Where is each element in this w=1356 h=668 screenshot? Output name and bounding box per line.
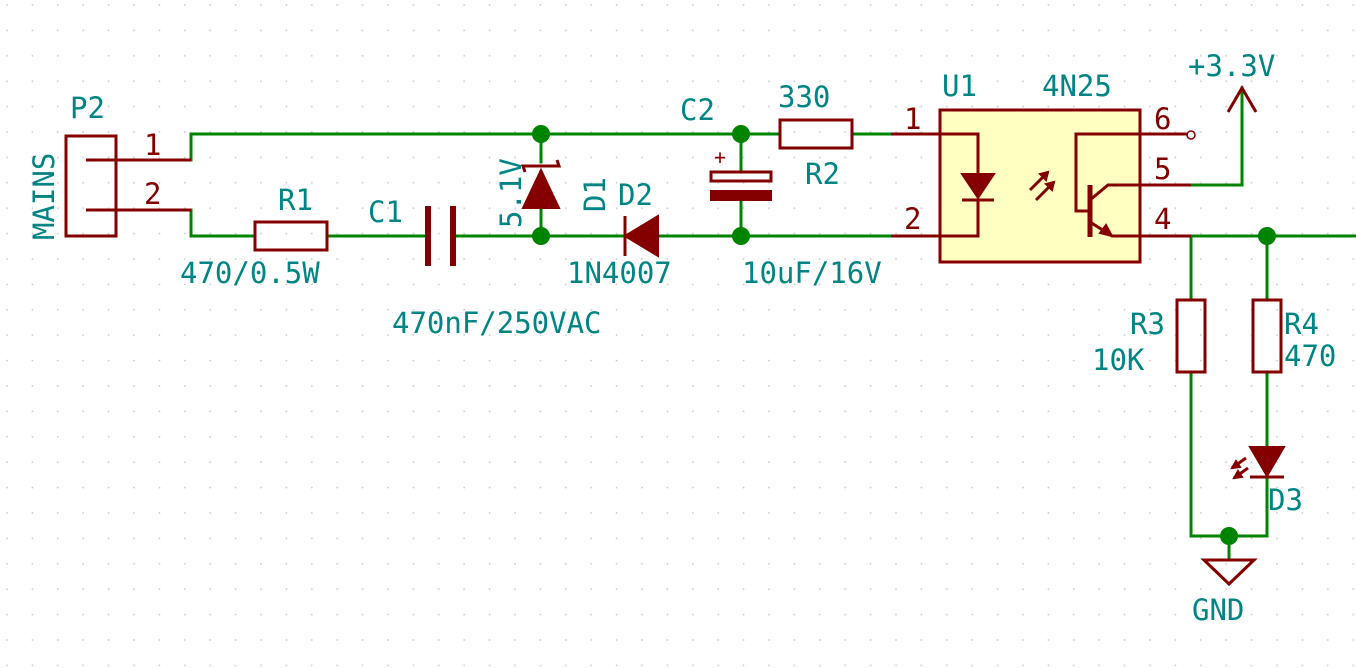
r4-value: 470 [1284,339,1336,373]
capacitor-negative-plate [710,190,772,201]
r1-value: 470/0.5W [180,256,320,290]
connector-pin1-number: 1 [144,128,161,162]
u1-ref: U1 [942,69,977,103]
r4-ref: R4 [1284,307,1319,341]
power-label: +3.3V [1188,49,1275,83]
power-flag-3v3[interactable]: +3.3V [1188,49,1275,113]
ground-icon [1200,558,1258,587]
connector-body [64,134,118,238]
resistor-r4[interactable]: R4 470 [1251,298,1336,374]
junction-dot [732,125,750,143]
resistor-body [1251,298,1283,374]
led-triangle [1248,446,1286,478]
led-triangle [960,173,996,200]
d3-ref: D3 [1268,483,1303,517]
capacitor-c1[interactable]: C1 470nF/250VAC [368,195,602,340]
r2-value: 330 [778,80,830,114]
d2-value: 1N4007 [567,256,672,290]
capacitor-c2[interactable]: + C2 10uF/16V [680,93,882,290]
junctions [532,125,1276,545]
led-d3[interactable]: D3 [1230,446,1303,517]
diode-triangle [623,214,659,258]
u1-pin6-number: 6 [1154,102,1171,136]
r3-value: 10K [1092,343,1145,377]
ground-label: GND [1192,593,1244,627]
connector-value: MAINS [27,153,61,240]
resistor-body [778,118,854,150]
r2-ref: R2 [805,157,840,191]
junction-dot [532,125,550,143]
c2-polarity-mark: + [714,145,726,169]
junction-dot [532,227,550,245]
c2-value: 10uF/16V [742,256,882,290]
emitter-arrow-icon [1098,223,1114,238]
r3-ref: R3 [1130,307,1165,341]
zener-bar [520,159,562,173]
led-lead-bottom [940,200,980,238]
connector-p2[interactable]: P2 MAINS 1 2 [27,91,191,240]
c1-ref: C1 [368,195,403,229]
u1-value: 4N25 [1042,69,1112,103]
u1-pin5-number: 5 [1154,152,1171,186]
u1-pin2-number: 2 [904,202,921,236]
diode-d2[interactable]: D2 1N4007 [567,178,672,290]
capacitor-positive-plate [709,170,773,183]
resistor-r1[interactable]: R1 470/0.5W [180,183,329,290]
junction-dot [1258,227,1276,245]
junction-dot [732,227,750,245]
resistor-body [253,220,329,252]
junction-dot [1220,527,1238,545]
pin6-no-connect-icon [1186,130,1196,140]
resistor-r2[interactable]: 330 R2 [778,80,854,191]
d2-ref: D2 [618,178,653,212]
connector-pin2-number: 2 [144,177,161,211]
ground-symbol[interactable]: GND [1192,558,1258,627]
u1-pin1-number: 1 [904,102,921,136]
zener-d1[interactable]: 5.1V D1 [494,158,612,228]
zener-triangle [521,167,561,209]
transistor-collector [1089,183,1140,202]
r1-ref: R1 [278,183,313,217]
light-arrows-icon [1028,170,1056,202]
power-arrow-icon [1226,85,1258,113]
u1-pin4-number: 4 [1154,202,1171,236]
resistor-body [1175,298,1207,374]
d1-value: 5.1V [494,158,528,228]
led-emission-icon [1230,456,1249,480]
base-lead [1074,132,1140,213]
resistor-r3[interactable]: R3 10K [1092,298,1207,377]
connector-ref: P2 [70,91,105,125]
optocoupler-u1[interactable]: U1 4N25 1 2 6 5 4 [891,69,1196,264]
led-lead-top [940,132,980,174]
c2-ref: C2 [680,93,715,127]
c1-value: 470nF/250VAC [392,306,602,340]
d1-ref: D1 [578,177,612,212]
